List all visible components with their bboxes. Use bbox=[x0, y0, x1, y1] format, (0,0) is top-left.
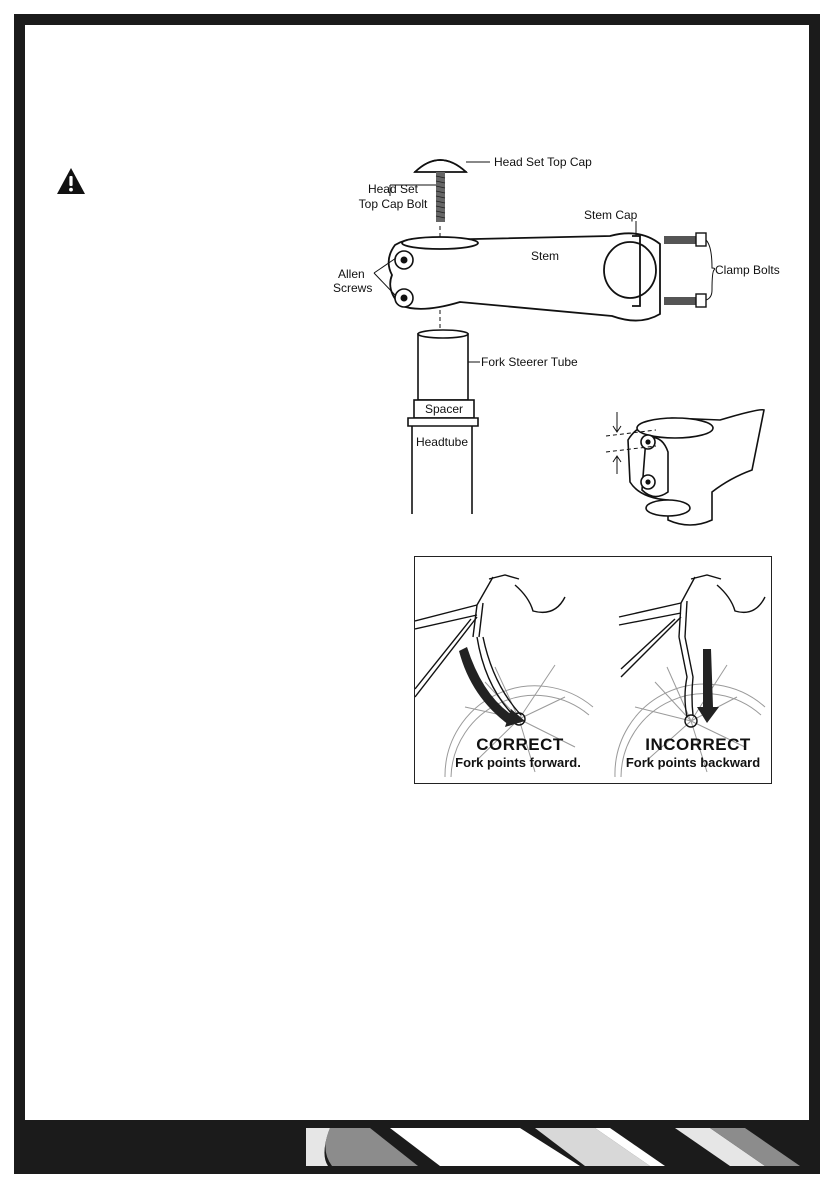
stem-label: Stem bbox=[531, 250, 559, 263]
headtube-label: Headtube bbox=[412, 436, 472, 449]
allen-label: Allen bbox=[338, 268, 365, 281]
fork-steerer-tube-label: Fork Steerer Tube bbox=[481, 356, 578, 369]
correct-title: CORRECT bbox=[465, 735, 575, 755]
fork-orientation-figure: CORRECT Fork points forward. INCORRECT F… bbox=[414, 556, 772, 784]
incorrect-title: INCORRECT bbox=[633, 735, 763, 755]
head-set-top-cap-label: Head Set Top Cap bbox=[494, 156, 592, 169]
footer-band bbox=[20, 1120, 818, 1174]
stem-cap-label: Stem Cap bbox=[584, 209, 637, 222]
top-cap-bolt-label: Top Cap Bolt bbox=[344, 198, 442, 211]
correct-caption: Fork points forward. bbox=[433, 755, 603, 770]
clamp-bolts-label: Clamp Bolts bbox=[715, 264, 780, 277]
spacer-label: Spacer bbox=[414, 402, 474, 416]
screws-label: Screws bbox=[333, 282, 372, 295]
head-set-label: Head Set bbox=[350, 183, 436, 196]
incorrect-caption: Fork points backward bbox=[611, 755, 772, 770]
